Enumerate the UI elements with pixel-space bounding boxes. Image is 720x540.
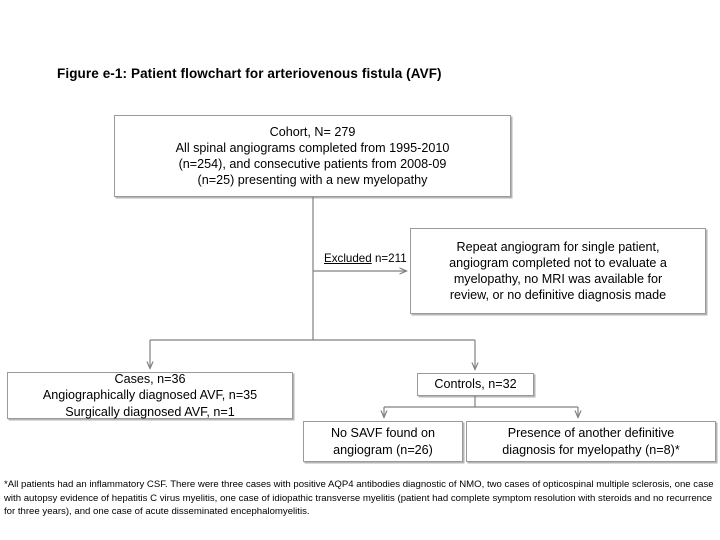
cohort-line-4: (n=25) presenting with a new myelopathy (197, 173, 428, 188)
presence-another-diagnosis-box: Presence of another definitive diagnosis… (466, 421, 716, 462)
figure-title: Figure e-1: Patient flowchart for arteri… (57, 66, 442, 81)
cohort-line-1: Cohort, N= 279 (269, 124, 356, 139)
excluded-reasons-line-4: review, or no definitive diagnosis made (449, 288, 667, 303)
presence-line-1: Presence of another definitive (507, 426, 675, 441)
cases-line-2: Angiographically diagnosed AVF, n=35 (42, 388, 258, 403)
excluded-reasons-box: Repeat angiogram for single patient, ang… (410, 228, 706, 314)
excluded-reasons-line-3: myelopathy, no MRI was available for (453, 272, 663, 286)
presence-line-2: diagnosis for myelopathy (n=8)* (502, 442, 680, 457)
excluded-label-text: Excluded (324, 252, 372, 265)
cohort-box: Cohort, N= 279 All spinal angiograms com… (114, 115, 511, 197)
no-savf-box: No SAVF found on angiogram (n=26) (303, 421, 463, 462)
cohort-line-3: (n=254), and consecutive patients from 2… (178, 157, 447, 171)
cohort-line-2: All spinal angiograms completed from 199… (175, 140, 450, 155)
cases-box: Cases, n=36 Angiographically diagnosed A… (7, 372, 293, 419)
footnote-text: *All patients had an inflammatory CSF. T… (4, 479, 714, 518)
excluded-edge-label: Excluded n=211 (324, 252, 407, 266)
controls-line-1: Controls, n=32 (434, 377, 517, 392)
cases-line-1: Cases, n=36 (114, 372, 186, 387)
controls-box: Controls, n=32 (417, 373, 534, 396)
excluded-reasons-line-2: angiogram completed not to evaluate a (449, 255, 667, 270)
excluded-label-count: n=211 (374, 252, 407, 265)
excluded-reasons-line-1: Repeat angiogram for single patient, (456, 239, 660, 254)
no-savf-line-2: angiogram (n=26) (333, 442, 433, 457)
cases-line-3: Surgically diagnosed AVF, n=1 (65, 404, 235, 419)
no-savf-line-1: No SAVF found on (330, 426, 436, 441)
